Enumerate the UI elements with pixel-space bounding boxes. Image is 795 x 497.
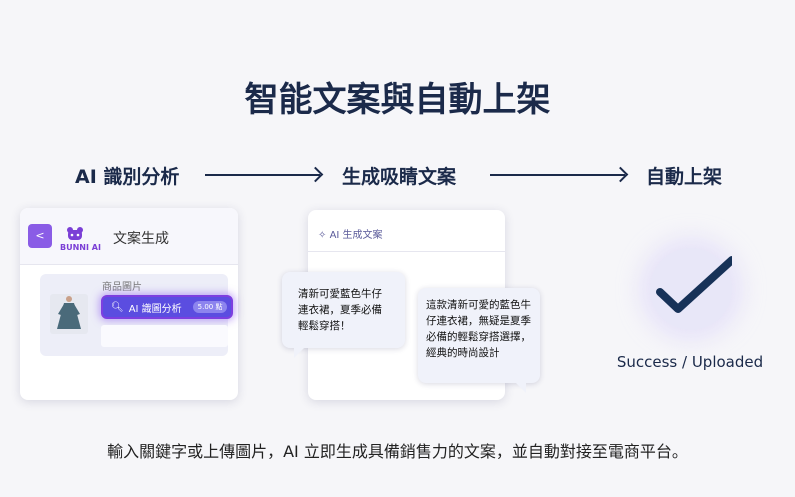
back-button[interactable]: < [28,224,52,248]
step-auto-upload: 自動上架 [646,166,723,188]
text-field[interactable] [101,325,228,347]
card-title: ✧ AI 生成文案 [318,230,383,241]
copy-bubble-long: 這款清新可愛的藍色牛仔連衣裙，無疑是夏季必備的輕鬆穿搭選擇，經典的時尚設計 [418,288,540,393]
arrow-right-icon [205,174,320,176]
product-image [50,294,88,334]
caption: 輸入關鍵字或上傳圖片，AI 立即生成具備銷售力的文案，並自動對接至電商平台。 [107,442,688,461]
copy-generation-card: < BUNNI AI 文案生成 商品圖片 🔍︎ AI 識圖分析 5.00 點 [20,208,238,400]
checkmark-icon [656,256,736,313]
ai-analyze-label: AI 識圖分析 [128,303,182,315]
success-circle [650,248,736,330]
sparkle-icon: ✧ [318,230,330,241]
arrow-right-icon [490,174,625,176]
success-label: Success / Uploaded [616,353,764,371]
card-header [308,210,505,252]
product-image-label: 商品圖片 [102,282,142,293]
step-generate-copy: 生成吸睛文案 [342,166,457,188]
cost-badge: 5.00 點 [192,301,228,313]
copy-bubble-short: 清新可愛藍色牛仔連衣裙，夏季必備輕鬆穿搭！ [282,272,405,358]
card-title: 文案生成 [113,231,169,247]
svg-text:BUNNI AI: BUNNI AI [60,243,101,252]
page-title: 智能文案與自動上架 [244,80,551,120]
step-ai-analysis: AI 識別分析 [75,166,180,188]
card-header [20,208,238,265]
logo: BUNNI AI [58,222,118,252]
search-icon: 🔍︎ [111,301,124,313]
ai-analyze-button[interactable]: 🔍︎ AI 識圖分析 5.00 點 [101,295,233,319]
